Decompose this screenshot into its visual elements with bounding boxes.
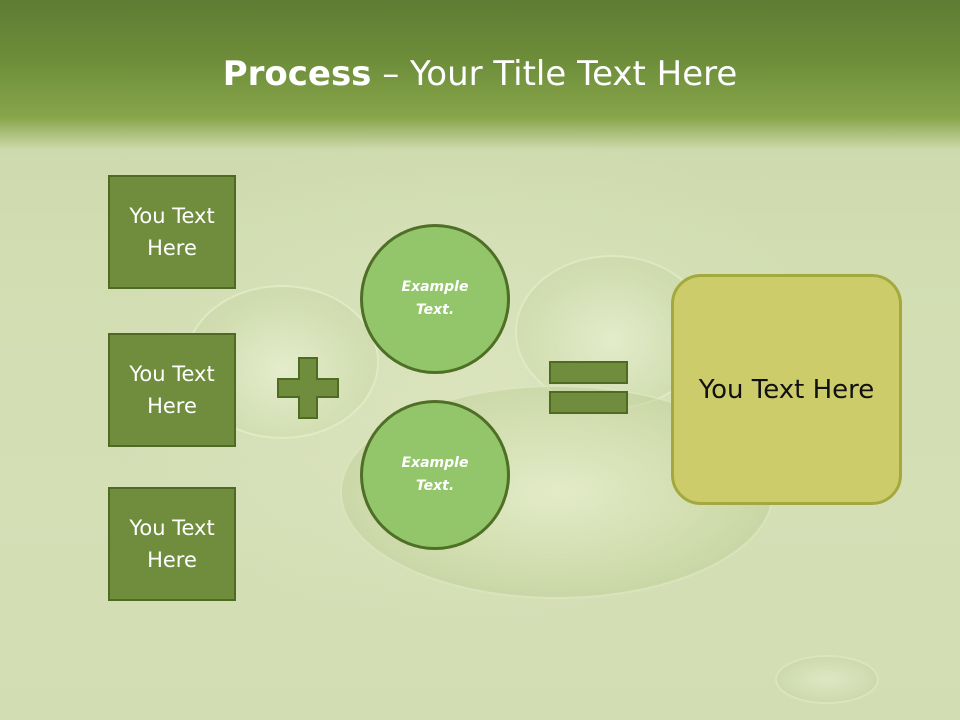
text-box-2[interactable]: You Text Here [108,333,236,447]
result-box[interactable]: You Text Here [671,274,902,505]
title-bold: Process [222,54,372,94]
slide-title[interactable]: Process – Your Title Text Here [0,50,960,98]
equals-icon [549,361,628,414]
plus-icon [277,357,339,419]
text-box-label: You Text Here [129,362,215,418]
circle-label: Example Text. [401,455,469,494]
example-circle-2[interactable]: Example Text. [360,400,510,550]
title-bar: Process – Your Title Text Here [0,0,960,150]
text-box-label: You Text Here [129,204,215,260]
circle-label: Example Text. [401,279,469,318]
example-circle-1[interactable]: Example Text. [360,224,510,374]
text-box-label: You Text Here [129,516,215,572]
result-label: You Text Here [698,374,875,405]
text-box-1[interactable]: You Text Here [108,175,236,289]
title-rest: – Your Title Text Here [371,54,738,94]
text-box-3[interactable]: You Text Here [108,487,236,601]
water-drop-decoration [775,655,879,704]
